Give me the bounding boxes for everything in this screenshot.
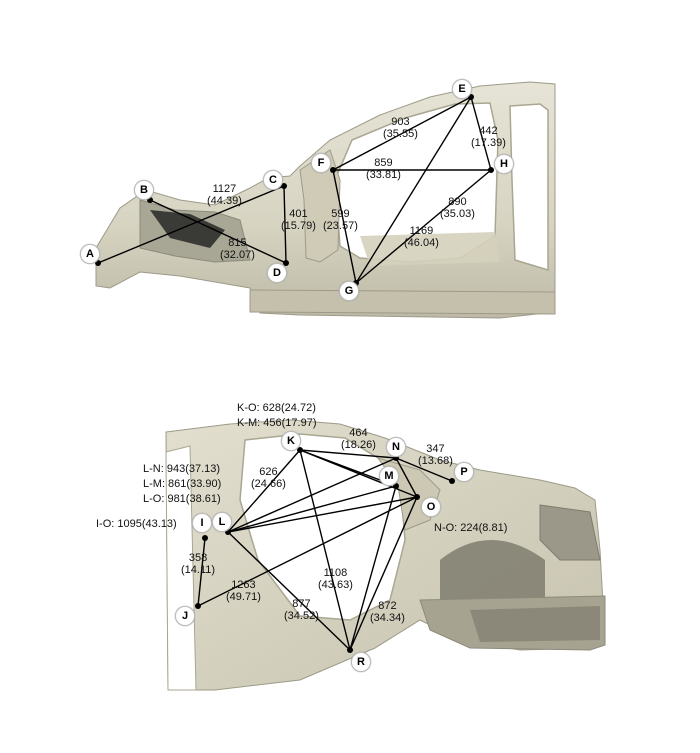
measure-b-d: 815(32.07) bbox=[220, 237, 255, 261]
line-e-g bbox=[355, 96, 472, 284]
line-i-j bbox=[197, 537, 206, 607]
legend-n-o: N-O: 224(8.81) bbox=[434, 522, 508, 534]
measure-i-j: 358(14.11) bbox=[181, 552, 216, 576]
dot-j bbox=[195, 603, 201, 609]
measure-f-h: 859(33.81) bbox=[366, 157, 401, 181]
dot-p bbox=[449, 478, 455, 484]
line-a-c bbox=[97, 185, 285, 264]
line-e-h bbox=[470, 96, 492, 171]
measure-e-h: 442(17.39) bbox=[471, 125, 506, 149]
dot-h bbox=[488, 167, 494, 173]
point-o-marker: O bbox=[421, 497, 441, 517]
legend-l-o: L-O: 981(38.61) bbox=[143, 493, 221, 505]
measure-k-r: 1108(43.63) bbox=[318, 567, 353, 591]
point-d-marker: D bbox=[267, 263, 287, 283]
point-m-marker: M bbox=[379, 466, 399, 486]
line-l-m bbox=[227, 485, 397, 533]
dot-f bbox=[330, 167, 336, 173]
line-m-r bbox=[349, 485, 397, 651]
point-r-marker: R bbox=[351, 652, 371, 672]
dot-c bbox=[281, 183, 287, 189]
dot-r bbox=[347, 647, 353, 653]
line-f-e bbox=[332, 96, 472, 171]
point-c-marker: C bbox=[263, 170, 283, 190]
legend-i-o: I-O: 1095(43.13) bbox=[96, 518, 177, 530]
point-b-marker: B bbox=[134, 180, 154, 200]
point-e-marker: E bbox=[452, 79, 472, 99]
line-f-g bbox=[332, 169, 357, 284]
legend-k-o: K-O: 628(24.72) bbox=[237, 402, 316, 414]
dot-d bbox=[283, 260, 289, 266]
point-p-marker: P bbox=[454, 462, 474, 482]
line-n-o bbox=[395, 457, 418, 498]
rear-body-shell-image bbox=[165, 419, 606, 691]
line-l-o bbox=[227, 496, 418, 533]
line-c-d bbox=[283, 185, 287, 264]
legend-l-m: L-M: 861(33.90) bbox=[143, 478, 222, 490]
measure-f-g: 599(23.57) bbox=[323, 208, 358, 232]
line-k-n bbox=[299, 449, 397, 459]
measure-o-r: 872(34.34) bbox=[370, 600, 405, 624]
point-g-marker: G bbox=[339, 281, 359, 301]
measure-a-c: 1127(44.39) bbox=[207, 183, 242, 207]
measure-h-g: 890(35.03) bbox=[440, 196, 475, 220]
measure-f-e: 903(35.55) bbox=[383, 116, 418, 140]
point-n-marker: N bbox=[386, 437, 406, 457]
legend-l-n: L-N: 943(37.13) bbox=[143, 463, 221, 475]
line-o-r bbox=[349, 496, 418, 651]
line-j-o bbox=[197, 496, 418, 607]
dot-o bbox=[414, 494, 420, 500]
line-n-p bbox=[395, 457, 453, 482]
measure-l-r: 877(34.52) bbox=[284, 598, 319, 622]
dot-k bbox=[297, 447, 303, 453]
point-h-marker: H bbox=[494, 154, 514, 174]
legend-k-m: K-M: 456(17.97) bbox=[237, 417, 317, 429]
line-l-r bbox=[227, 531, 351, 651]
line-b-d bbox=[149, 199, 287, 264]
dot-i bbox=[202, 535, 208, 541]
measure-e-g: 1169(46.04) bbox=[404, 225, 439, 249]
front-body-shell-image bbox=[95, 81, 556, 319]
point-l-marker: L bbox=[212, 512, 232, 532]
line-k-l bbox=[227, 449, 301, 533]
point-f-marker: F bbox=[311, 153, 331, 173]
line-l-n bbox=[227, 457, 397, 533]
measure-n-p: 347(13.68) bbox=[418, 443, 453, 467]
measure-c-d: 401(15.79) bbox=[281, 208, 316, 232]
measure-j-o: 1263(49.71) bbox=[226, 579, 261, 603]
line-h-g bbox=[355, 169, 492, 284]
measure-k-l: 626(24.66) bbox=[251, 466, 286, 490]
line-k-r bbox=[299, 449, 351, 651]
point-j-marker: J bbox=[175, 606, 195, 626]
dot-m bbox=[393, 483, 399, 489]
measure-k-n: 464(18.26) bbox=[341, 427, 376, 451]
point-i-marker: I bbox=[192, 513, 212, 533]
point-a-marker: A bbox=[80, 244, 100, 264]
point-k-marker: K bbox=[281, 431, 301, 451]
